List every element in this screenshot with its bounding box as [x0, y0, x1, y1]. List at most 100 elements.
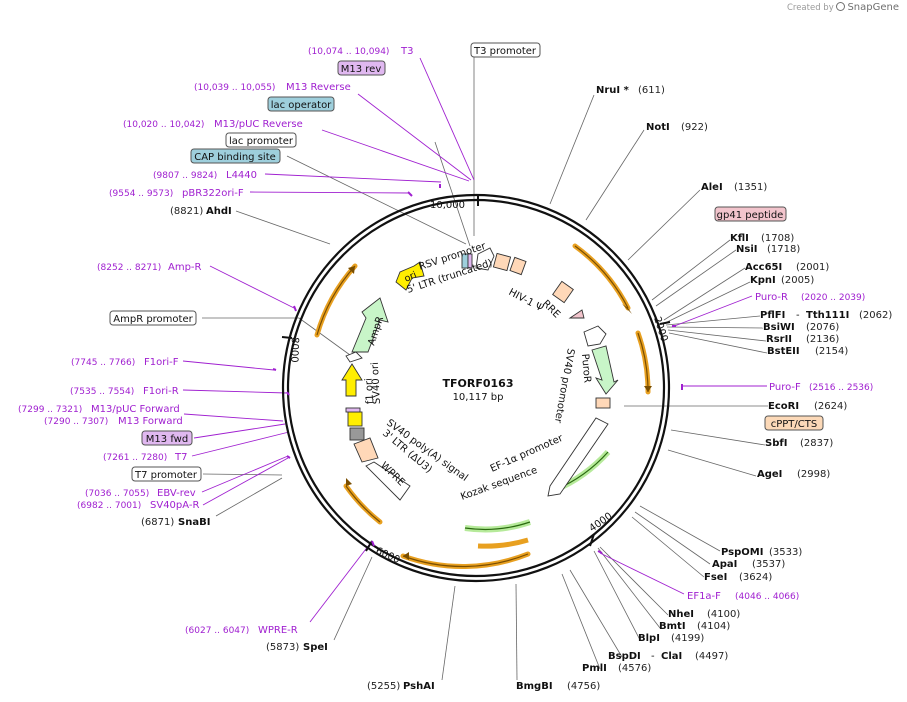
site-apai[interactable]: ApaI	[712, 559, 737, 570]
primer-m13puc-rev[interactable]: M13/pUC Reverse	[214, 119, 303, 130]
primer-m13rev-pos: (10,039 .. 10,055)	[194, 83, 275, 93]
primer-f1ori-r[interactable]: F1ori-R	[143, 386, 179, 397]
site-snabi[interactable]: SnaBI	[178, 517, 210, 528]
primer-ampr[interactable]: Amp-R	[168, 262, 202, 273]
site-pshai[interactable]: PshAI	[403, 681, 435, 692]
primer-m13puc-fwd[interactable]: M13/pUC Forward	[91, 404, 180, 415]
m13-rev-label: M13 rev	[341, 64, 382, 75]
site-sbfi[interactable]: SbfI	[765, 438, 787, 449]
snapgene-logo-icon	[836, 2, 846, 11]
site-blpi-pos: (4199)	[671, 633, 704, 644]
tick-label-6000: 6000	[374, 546, 402, 566]
lac-promoter-box[interactable]	[225, 132, 297, 148]
t7-promoter-box[interactable]	[131, 466, 202, 482]
site-fsei[interactable]: FseI	[704, 572, 727, 583]
ampr-promoter-feature	[345, 351, 363, 363]
site-agei[interactable]: AgeI	[757, 469, 782, 480]
site-pflfi[interactable]: PflFI	[760, 310, 785, 321]
m13-fwd-box[interactable]	[141, 430, 193, 446]
leader-lines	[202, 52, 768, 681]
site-clai[interactable]: ClaI	[661, 651, 682, 662]
rre-label: RRE	[540, 298, 562, 320]
site-pflfi-sep: -	[796, 310, 800, 321]
orf-arc-2	[635, 330, 651, 395]
ampr-promoter-label: AmpR promoter	[113, 314, 193, 325]
site-bmti[interactable]: BmtI	[659, 621, 686, 632]
t3-promoter-label: T3 promoter	[473, 46, 537, 57]
primer-f1ori-f[interactable]: F1ori-F	[144, 357, 179, 368]
primer-t3-pos: (10,074 .. 10,094)	[308, 47, 389, 57]
site-kfli[interactable]: KflI	[730, 233, 749, 244]
site-bsiwi[interactable]: BsiWI	[763, 322, 795, 333]
site-bmgbi[interactable]: BmgBI	[516, 681, 553, 692]
hiv-label: HIV-1 Ψ	[507, 287, 546, 314]
primer-ef1a[interactable]: EF1a-F	[687, 591, 721, 602]
rsv-feature	[475, 247, 495, 271]
wpre-feature	[365, 461, 411, 501]
site-bspdi-sep: -	[651, 651, 655, 662]
green-arc-2	[464, 519, 531, 533]
primer-puro-f[interactable]: Puro-F	[769, 382, 801, 393]
m13-rev-box[interactable]	[337, 60, 386, 76]
orf-arc-5	[314, 263, 358, 338]
primer-labels: (10,074 .. 10,094) T3 (10,039 .. 10,055)…	[18, 46, 873, 636]
site-rsrii[interactable]: RsrII	[766, 334, 792, 345]
site-nsii[interactable]: NsiI	[736, 244, 757, 255]
site-nrui[interactable]: NruI *	[596, 85, 630, 96]
cppt-box[interactable]	[764, 415, 824, 431]
site-pspomi[interactable]: PspOMI	[721, 547, 763, 558]
primer-t3[interactable]: T3	[400, 46, 413, 57]
credit-prefix: Created by	[786, 3, 834, 13]
t3-promoter-box[interactable]	[470, 42, 541, 58]
site-alei[interactable]: AleI	[701, 182, 723, 193]
site-spei-pos: (5873)	[266, 642, 299, 653]
site-acc65i-pos: (2001)	[796, 262, 829, 273]
primer-pbr322[interactable]: pBR322ori-F	[182, 188, 244, 199]
primer-puro-r[interactable]: Puro-R	[755, 292, 788, 303]
ori-label: ori	[403, 270, 419, 285]
site-alei-pos: (1351)	[734, 182, 767, 193]
primer-m13rev[interactable]: M13 Reverse	[286, 82, 351, 93]
ampr-promoter-box[interactable]	[109, 310, 197, 326]
primer-t7[interactable]: T7	[174, 452, 187, 463]
site-ahdi[interactable]: AhdI	[206, 206, 232, 217]
site-tth111i[interactable]: Tth111I	[806, 310, 849, 321]
primer-m13puc-rev-pos: (10,020 .. 10,042)	[123, 120, 204, 130]
lac-operator-label: lac operator	[271, 100, 332, 111]
lac-operator-box[interactable]	[267, 96, 335, 112]
primer-l4440[interactable]: L4440	[226, 170, 257, 181]
hiv-feature	[509, 256, 527, 276]
plasmid-name: TFORF0163	[443, 377, 514, 390]
site-bsteii[interactable]: BstEII	[767, 346, 800, 357]
site-bspdi[interactable]: BspDI	[608, 651, 641, 662]
site-snabi-pos: (6871)	[141, 517, 174, 528]
site-nhei[interactable]: NheI	[668, 609, 694, 620]
site-acc65i[interactable]: Acc65I	[745, 262, 782, 273]
primer-ebvrev[interactable]: EBV-rev	[157, 488, 196, 499]
site-blpi[interactable]: BlpI	[638, 633, 660, 644]
tick-marks	[281, 195, 671, 552]
primer-t7-pos: (7261 .. 7280)	[103, 453, 167, 463]
primer-m13fwd[interactable]: M13 Forward	[118, 416, 183, 427]
primer-sv40pa[interactable]: SV40pA-R	[150, 500, 199, 511]
f1ori-feature	[341, 363, 363, 397]
site-bsiwi-pos: (2076)	[806, 322, 839, 333]
site-noti[interactable]: NotI	[646, 122, 670, 133]
backbone-inner-strand	[286, 198, 666, 578]
gp41-box[interactable]	[714, 206, 787, 222]
cppt-feature	[595, 397, 611, 409]
puror-feature	[591, 345, 619, 395]
cap-site-box[interactable]	[190, 148, 281, 164]
primer-wpre[interactable]: WPRE-R	[258, 625, 298, 636]
site-pshai-pos: (5255)	[367, 681, 400, 692]
lac-promoter-label: lac promoter	[229, 136, 294, 147]
inner-orange-arc	[477, 537, 529, 549]
site-kpni[interactable]: KpnI	[750, 275, 776, 286]
site-labels-right: NruI * (611) NotI (922) AleI (1351) KflI…	[516, 85, 892, 692]
site-pmli[interactable]: PmlI	[582, 663, 607, 674]
site-ecori-pos: (2624)	[814, 401, 847, 412]
site-spei[interactable]: SpeI	[303, 642, 328, 653]
site-pspomi-pos: (3533)	[769, 547, 802, 558]
site-ecori[interactable]: EcoRI	[768, 401, 799, 412]
